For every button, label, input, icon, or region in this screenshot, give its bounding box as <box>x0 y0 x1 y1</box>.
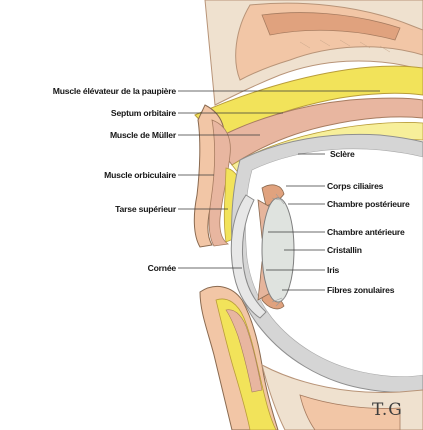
label-muller-muscle: Muscle de Müller <box>4 130 176 141</box>
label-posterior-chamber: Chambre postérieure <box>327 199 410 210</box>
label-zonular-fibres: Fibres zonulaires <box>327 285 394 296</box>
label-iris: Iris <box>327 265 339 276</box>
label-ciliary-body: Corps ciliaires <box>327 181 383 192</box>
label-cornea: Cornée <box>4 263 176 274</box>
label-levator-muscle: Muscle élévateur de la paupière <box>4 86 176 97</box>
label-upper-tarsus: Tarse supérieur <box>4 204 176 215</box>
label-anterior-chamber: Chambre antérieure <box>327 227 405 238</box>
label-lens: Cristallin <box>327 245 362 256</box>
label-orbital-septum: Septum orbitaire <box>4 108 176 119</box>
label-sclera: Sclère <box>330 149 355 160</box>
artist-signature: T.G <box>372 400 403 420</box>
label-orbicularis-muscle: Muscle orbiculaire <box>4 170 176 181</box>
